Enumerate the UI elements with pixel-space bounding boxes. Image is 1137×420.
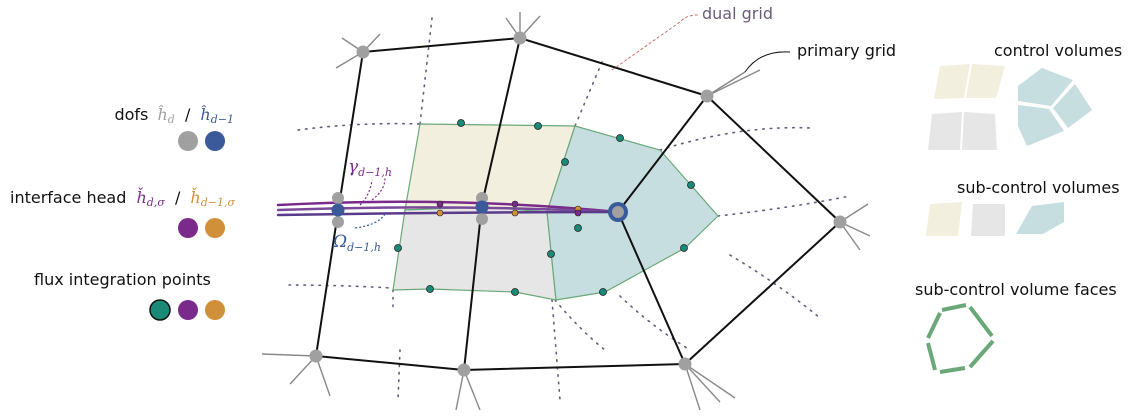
fracture-lines xyxy=(276,200,620,217)
scv-faces-label: sub-control volume faces xyxy=(915,280,1117,299)
dual-grid-callout: dual grid xyxy=(611,4,773,71)
primary-grid-label: primary grid xyxy=(797,41,896,60)
control-volumes-label: control volumes xyxy=(994,41,1122,60)
legend-interface-orange-icon xyxy=(205,218,225,238)
legend-interface-head: interface head ȟd,σ / ȟd−1,σ xyxy=(10,186,235,238)
legend-flux-purple-icon xyxy=(178,300,198,320)
dofs-label: dofs ĥd / ĥd−1 xyxy=(114,104,234,127)
interface-head-label: interface head ȟd,σ / ȟd−1,σ xyxy=(10,186,235,210)
legend-flux-points: flux integration points xyxy=(34,270,225,321)
sub-control-volumes-label: sub-control volumes xyxy=(957,178,1120,197)
legend-interface-purple-icon xyxy=(178,218,198,238)
flux-points-interface xyxy=(436,200,582,217)
legend-flux-teal-icon xyxy=(149,299,171,321)
dof-nodes xyxy=(309,31,847,377)
gamma-annotation: γd−1,h xyxy=(348,157,392,206)
legend-dof-blue-icon xyxy=(205,131,225,151)
flux-points-label: flux integration points xyxy=(34,270,211,289)
legend-scv-faces: sub-control volume faces xyxy=(915,280,1117,374)
cv-teal xyxy=(546,125,719,301)
primary-grid-callout: primary grid xyxy=(744,41,896,73)
legend-dofs: dofs ĥd / ĥd−1 xyxy=(114,104,234,151)
legend-control-volumes: control volumes xyxy=(928,41,1122,150)
legend-flux-orange-icon xyxy=(205,300,225,320)
omega-annotation: Ωd−1,h xyxy=(332,213,386,254)
dual-grid-label: dual grid xyxy=(702,4,773,23)
gamma-label: γd−1,h xyxy=(348,157,392,179)
legend-sub-control-volumes: sub-control volumes xyxy=(926,178,1120,236)
dual-grid-lines xyxy=(288,17,851,401)
flux-points-teal xyxy=(394,119,695,296)
cv-gray xyxy=(392,206,557,301)
legend-dof-gray-icon xyxy=(178,131,198,151)
omega-label: Ωd−1,h xyxy=(332,232,381,254)
